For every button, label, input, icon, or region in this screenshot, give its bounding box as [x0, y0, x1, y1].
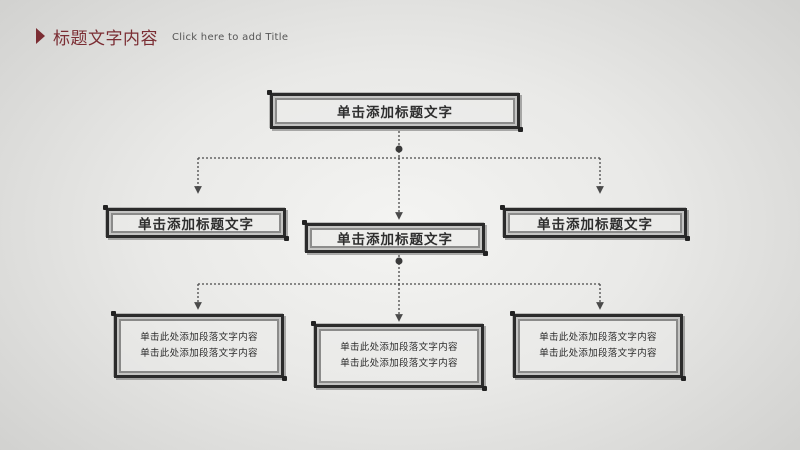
junction-dot-top: [395, 145, 403, 153]
leaf-node-right-line-1: 单击此处添加段落文字内容: [539, 332, 657, 343]
slide-header: 标题文字内容 Click here to add Title: [36, 26, 289, 49]
leaf-node-center-line-1: 单击此处添加段落文字内容: [340, 342, 458, 353]
level2-node-right-label: 单击添加标题文字: [537, 217, 653, 233]
leaf-node-center-line-2: 单击此处添加段落文字内容: [340, 358, 458, 369]
junction-dot-bottom: [395, 257, 403, 265]
leaf-node-left-line-1: 单击此处添加段落文字内容: [140, 332, 258, 343]
leaf-node-left[interactable]: 单击此处添加段落文字内容 单击此处添加段落文字内容: [111, 311, 287, 381]
leaf-node-right-line-2: 单击此处添加段落文字内容: [539, 348, 657, 359]
level2-node-right[interactable]: 单击添加标题文字: [500, 205, 690, 241]
level2-node-center-label: 单击添加标题文字: [337, 232, 453, 248]
leaf-node-left-line-2: 单击此处添加段落文字内容: [140, 348, 258, 359]
level2-node-left-label: 单击添加标题文字: [138, 217, 254, 233]
slide-title[interactable]: 标题文字内容: [53, 28, 158, 49]
root-node[interactable]: 单击添加标题文字: [267, 90, 523, 132]
level2-node-center[interactable]: 单击添加标题文字: [302, 220, 488, 256]
slide-subtitle[interactable]: Click here to add Title: [172, 32, 289, 43]
triangle-marker-icon: [36, 28, 45, 44]
level2-node-left[interactable]: 单击添加标题文字: [103, 205, 289, 241]
leaf-node-right[interactable]: 单击此处添加段落文字内容 单击此处添加段落文字内容: [510, 311, 686, 381]
leaf-node-center[interactable]: 单击此处添加段落文字内容 单击此处添加段落文字内容: [311, 321, 487, 391]
root-node-label: 单击添加标题文字: [337, 105, 453, 121]
